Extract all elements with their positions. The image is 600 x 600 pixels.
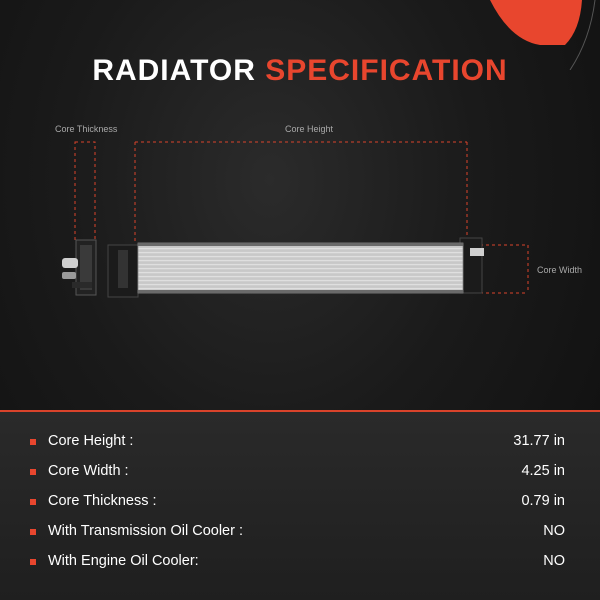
spec-row-core-width: Core Width : 4.25 in — [30, 463, 570, 483]
radiator-side-view — [62, 239, 97, 296]
bullet-icon — [30, 499, 36, 505]
spec-row-engine-oil-cooler: With Engine Oil Cooler: NO — [30, 553, 570, 573]
title-part-2: SPECIFICATION — [265, 54, 508, 87]
radiator-diagram — [62, 141, 529, 298]
bullet-icon — [30, 439, 36, 445]
page-title: RADIATOR SPECIFICATION — [0, 54, 600, 88]
core-thickness-guide — [74, 141, 96, 241]
spec-label: Core Width : — [48, 463, 129, 479]
panel-accent-line — [0, 410, 600, 412]
core-width-label: Core Width — [537, 265, 583, 275]
corner-decoration — [490, 0, 596, 70]
spec-row-core-thickness: Core Thickness : 0.79 in — [30, 493, 570, 513]
radiator-front-view — [107, 237, 484, 298]
specification-panel: Core Height : 31.77 in Core Width : 4.25… — [0, 410, 600, 600]
core-width-guide — [480, 244, 529, 294]
spec-row-core-height: Core Height : 31.77 in — [30, 433, 570, 453]
spec-value: NO — [543, 553, 565, 569]
spec-label: Core Height : — [48, 433, 134, 449]
spec-row-transmission-oil-cooler: With Transmission Oil Cooler : NO — [30, 523, 570, 543]
core-height-label: Core Height — [285, 124, 334, 134]
spec-value: 31.77 in — [513, 433, 565, 449]
bullet-icon — [30, 559, 36, 565]
spec-label: Core Thickness : — [48, 493, 157, 509]
spec-value: 0.79 in — [521, 493, 565, 509]
core-thickness-label: Core Thickness — [55, 124, 118, 134]
spec-label: With Engine Oil Cooler: — [48, 553, 199, 569]
spec-value: NO — [543, 523, 565, 539]
spec-label: With Transmission Oil Cooler : — [48, 523, 243, 539]
title-part-1: RADIATOR — [92, 54, 256, 87]
bullet-icon — [30, 529, 36, 535]
spec-value: 4.25 in — [521, 463, 565, 479]
bullet-icon — [30, 469, 36, 475]
core-height-guide — [134, 141, 468, 242]
